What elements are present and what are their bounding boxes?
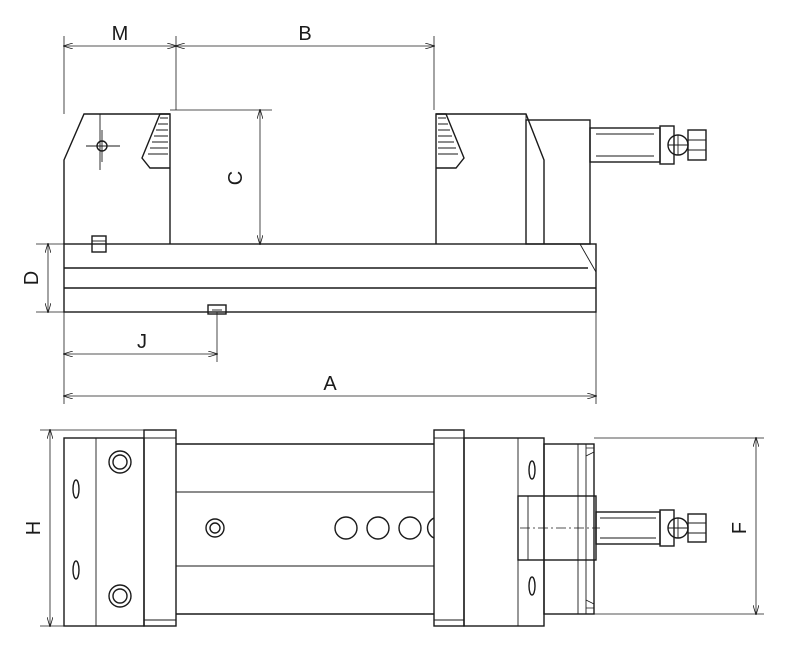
guide-hole-1 [334,516,358,540]
dimension-a-label: A [323,373,337,395]
mounting-bolt-top [108,450,132,474]
vise-base [63,243,597,313]
movable-jaw [435,113,591,245]
dimension-d-label: D [21,271,43,285]
dimension-c-label: C [225,171,247,185]
spindle-assembly [589,125,707,165]
guide-hole-2 [366,516,390,540]
dimension-h-label: H [23,521,45,535]
guide-hole-single [205,518,225,538]
dimension-f-label: F [729,522,751,534]
dimension-j-label: J [137,331,147,353]
dimension-b-label: B [298,23,311,45]
side-view [63,113,707,315]
guide-hole-3 [398,516,422,540]
top-view [63,429,707,627]
dimension-m-label: M [112,23,129,45]
top-view-dimensions: H F [23,430,764,626]
side-view-dimensions: M B C D J A [21,23,596,404]
fixed-jaw [63,113,171,253]
mounting-bolt-bottom [108,584,132,608]
